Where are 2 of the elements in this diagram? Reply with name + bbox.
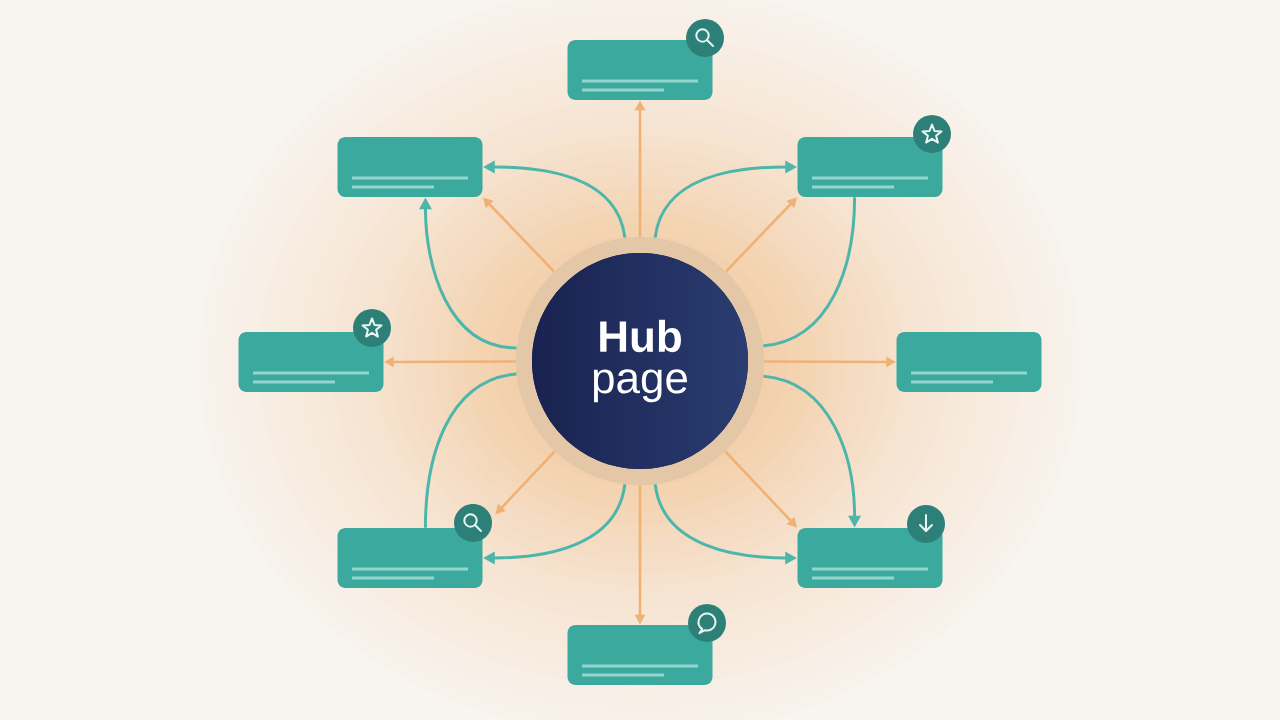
connector-line	[763, 197, 857, 348]
connector-line	[423, 372, 517, 528]
